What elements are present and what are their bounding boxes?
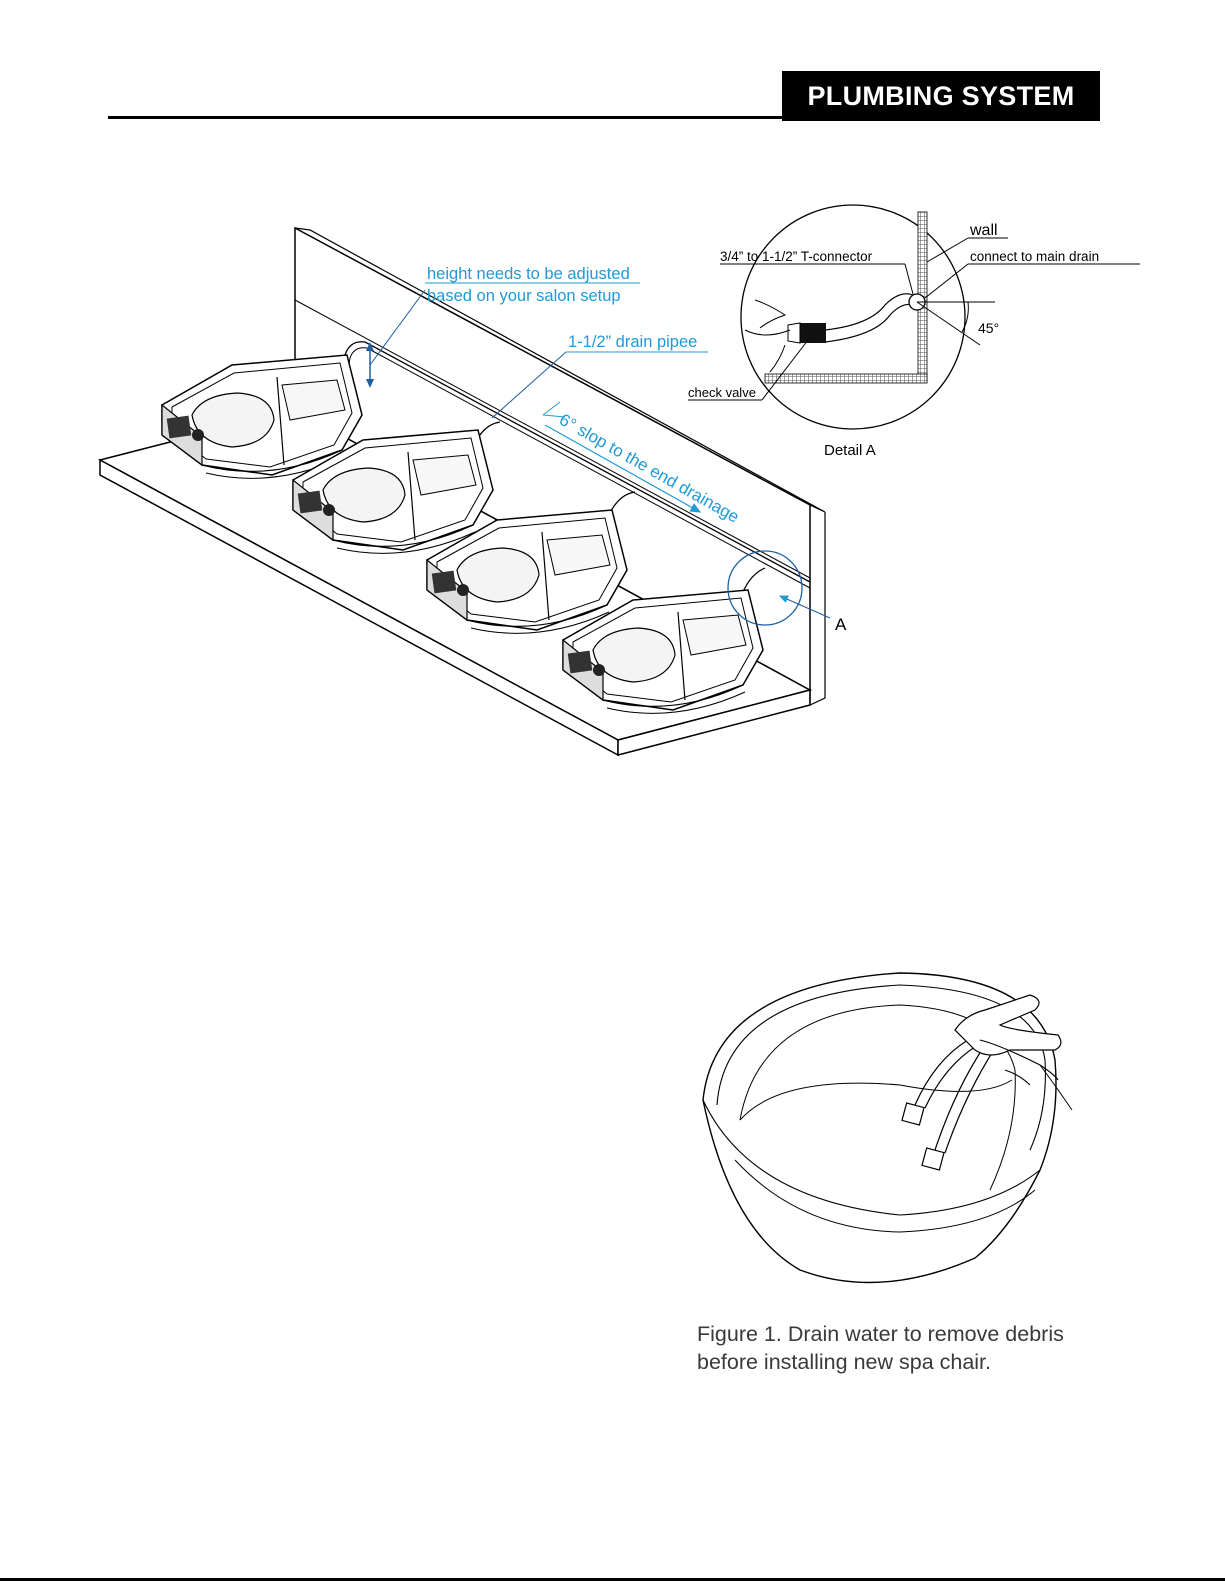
- detail-main-drain-label: connect to main drain: [970, 249, 1099, 264]
- detail-t-connector-label: 3/4” to 1-1/2” T-connector: [720, 249, 873, 264]
- callout-label: A: [835, 615, 847, 634]
- detail-wall-label: wall: [969, 222, 998, 239]
- height-label-line2: based on your salon setup: [427, 287, 621, 305]
- figure1-caption-line2: before installing new spa chair.: [697, 1348, 1107, 1376]
- figure1-caption: Figure 1. Drain water to remove debris b…: [697, 1320, 1107, 1376]
- detail-title: Detail A: [824, 442, 876, 459]
- height-label-line1: height needs to be adjusted: [427, 265, 630, 283]
- footer-rule: [0, 1578, 1225, 1581]
- drain-pipe-label: 1-1/2” drain pipee: [568, 333, 697, 351]
- figure1-caption-line1: Figure 1. Drain water to remove debris: [697, 1320, 1107, 1348]
- detail-angle-label: 45°: [978, 320, 999, 336]
- detail-check-valve-label: check valve: [688, 385, 756, 400]
- figure1-illustration: [703, 973, 1072, 1283]
